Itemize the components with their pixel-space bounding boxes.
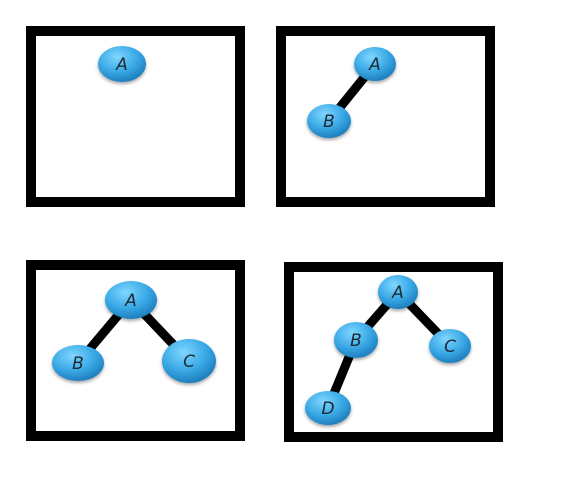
node-label: B <box>323 112 335 132</box>
node-a: A <box>98 46 146 82</box>
node-label: D <box>321 399 334 419</box>
node-a: A <box>105 281 157 319</box>
node-a: A <box>354 47 396 81</box>
node-label: B <box>72 354 84 374</box>
node-label: A <box>124 291 137 311</box>
node-label: C <box>444 337 456 357</box>
node-b: B <box>52 345 104 381</box>
node-ellipse <box>105 281 157 319</box>
node-label: A <box>391 283 404 303</box>
tree-panel-3: A B C <box>26 260 245 441</box>
node-ellipse <box>307 104 351 138</box>
node-a: A <box>378 275 418 309</box>
node-label: A <box>368 55 381 75</box>
node-ellipse <box>354 47 396 81</box>
node-label: B <box>350 331 362 351</box>
node-ellipse <box>429 329 471 363</box>
node-ellipse <box>162 339 216 383</box>
node-ellipse <box>334 322 378 358</box>
tree-panel-2: AB <box>276 26 495 207</box>
node-ellipse <box>305 391 351 425</box>
node-d: D <box>305 391 351 425</box>
node-ellipse <box>98 46 146 82</box>
node-ellipse <box>378 275 418 309</box>
tree-panel-1: A <box>26 26 245 207</box>
node-b: B <box>334 322 378 358</box>
node-b: B <box>307 104 351 138</box>
node-ellipse <box>52 345 104 381</box>
node-label: C <box>183 352 195 372</box>
node-c: C <box>429 329 471 363</box>
tree-panel-4: A B C D <box>284 262 503 442</box>
node-label: A <box>115 55 128 75</box>
node-c: C <box>162 339 216 383</box>
